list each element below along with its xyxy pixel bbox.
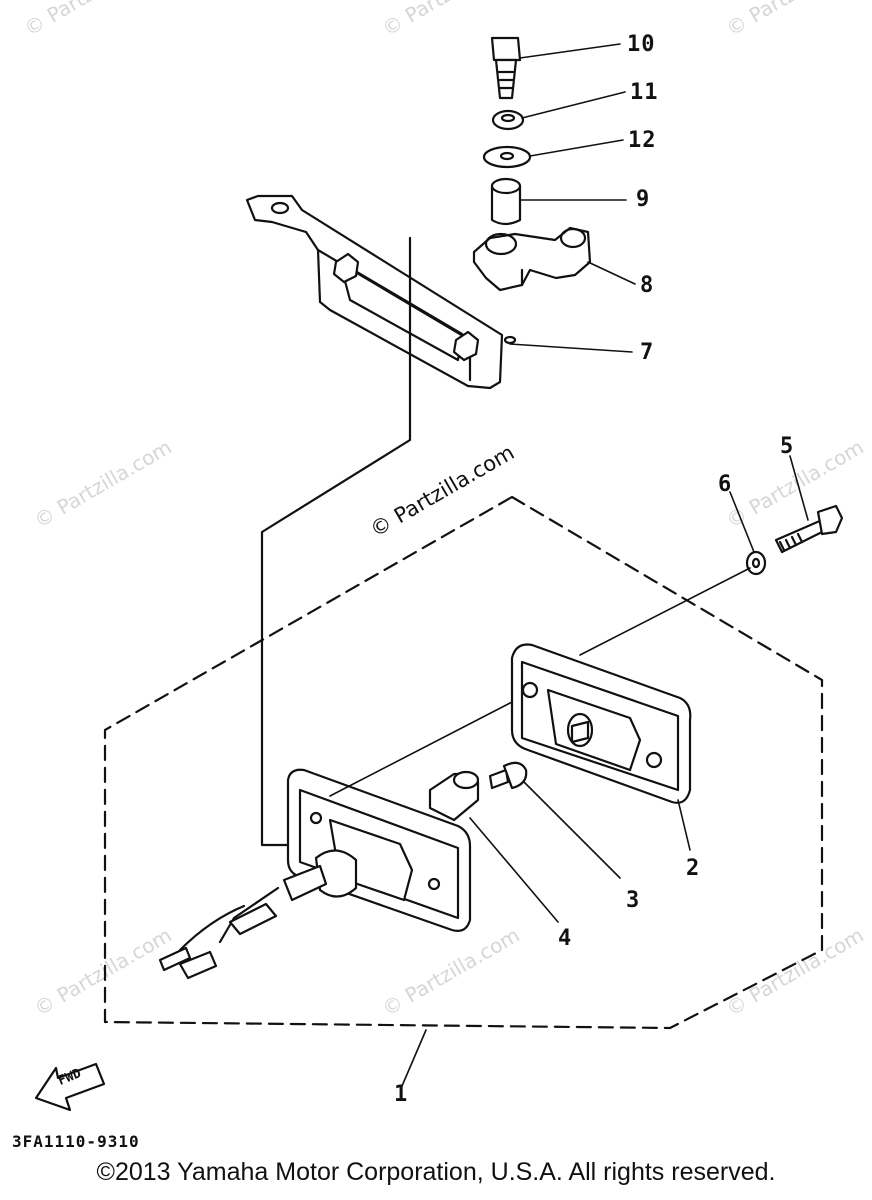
mount-leader-line [260, 236, 412, 847]
washer-part-6 [745, 550, 767, 576]
bolt-part-10 [490, 36, 522, 100]
assembly-outline [103, 495, 824, 1030]
callout-9: 9 [636, 187, 651, 212]
screw-part-5 [774, 504, 844, 554]
washer-part-12 [482, 145, 532, 169]
callout-10: 10 [627, 32, 656, 57]
stay-part-8 [472, 226, 592, 292]
callout-3: 3 [626, 888, 641, 913]
copyright-notice: ©2013 Yamaha Motor Corporation, U.S.A. A… [96, 1158, 776, 1186]
housing-part-1 [158, 768, 472, 980]
forward-direction-arrow [34, 1062, 106, 1112]
bracket-part-7 [245, 194, 517, 390]
lock-washer-part-11 [491, 109, 525, 131]
lens-part-2 [510, 643, 692, 804]
callout-6: 6 [718, 472, 733, 497]
callout-1: 1 [394, 1082, 409, 1107]
collar-part-9 [490, 177, 522, 226]
callout-7: 7 [640, 340, 655, 365]
callout-4: 4 [558, 926, 573, 951]
leader-lines [329, 43, 809, 1087]
callout-2: 2 [686, 856, 701, 881]
callout-11: 11 [630, 80, 659, 105]
callout-12: 12 [628, 128, 657, 153]
socket-part-4 [428, 770, 480, 822]
callout-5: 5 [780, 434, 795, 459]
callout-8: 8 [640, 273, 655, 298]
diagram-code: 3FA1110-9310 [12, 1132, 140, 1151]
bulb-part-3 [488, 761, 528, 790]
